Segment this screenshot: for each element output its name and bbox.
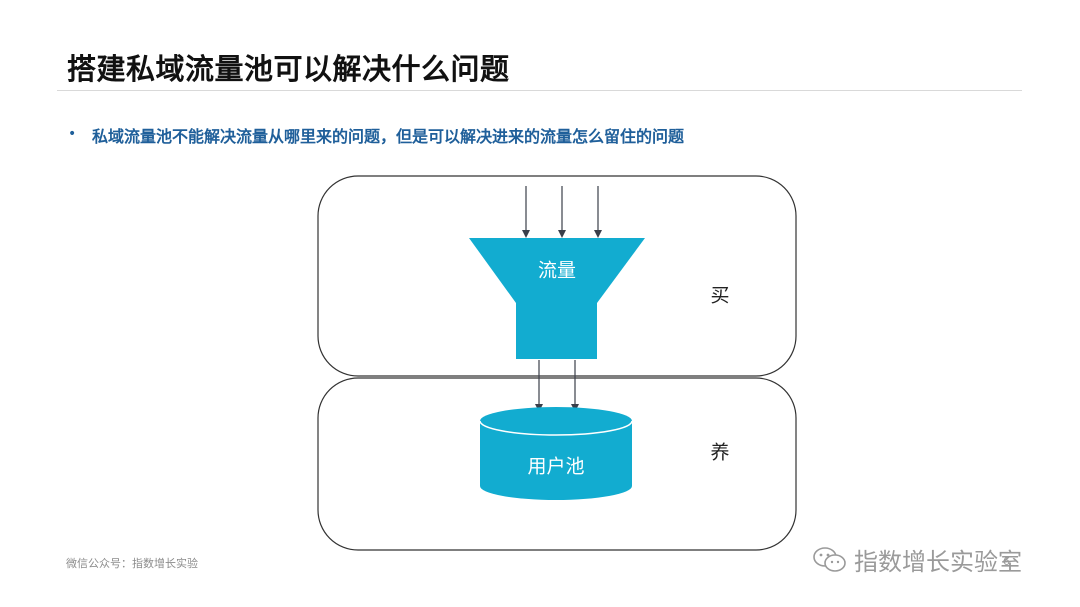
footer-source: 微信公众号：指数增长实验 xyxy=(66,557,198,570)
funnel-shape xyxy=(469,238,645,303)
funnel-label: 流量 xyxy=(537,259,577,282)
page-number: 6 xyxy=(1003,555,1010,568)
watermark-text: 指数增长实验室 xyxy=(854,548,1022,576)
buy-label: 买 xyxy=(710,284,730,307)
bullet-marker: • xyxy=(68,126,77,142)
nurture-label: 养 xyxy=(710,441,730,464)
bullet-text: 私域流量池不能解决流量从哪里来的问题，但是可以解决进来的流量怎么留住的问题 xyxy=(92,127,685,146)
watermark: 指数增长实验室 xyxy=(812,542,1022,577)
page-title: 搭建私域流量池可以解决什么问题 xyxy=(67,52,510,86)
wechat-icon xyxy=(813,546,846,572)
title-divider xyxy=(57,90,1022,91)
user-pool-cylinder xyxy=(479,407,633,500)
pool-label: 用户池 xyxy=(527,455,585,478)
funnel-neck xyxy=(516,303,597,359)
